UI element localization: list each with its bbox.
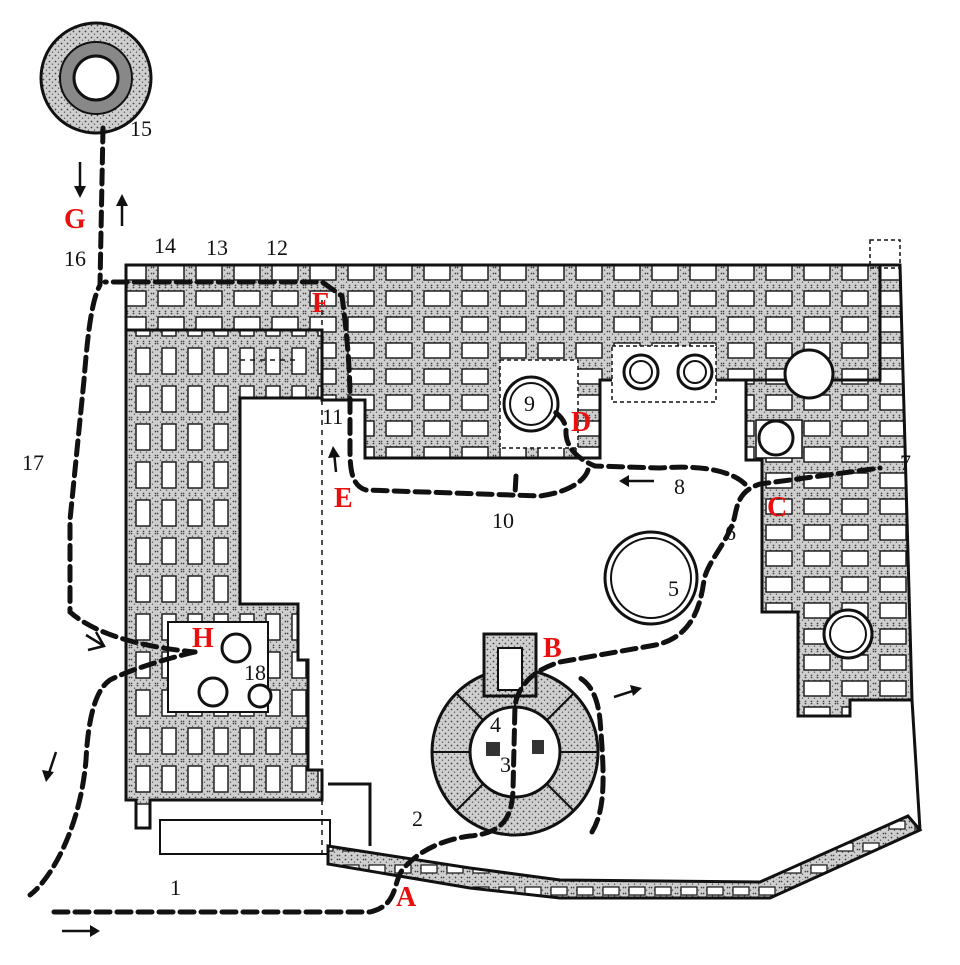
direction-arrows [42, 162, 654, 937]
label-8: 8 [674, 474, 685, 499]
round-cisterns-north [622, 348, 874, 660]
label-13: 13 [206, 235, 228, 260]
round-structure-5 [603, 530, 699, 626]
label-1: 1 [170, 875, 181, 900]
label-3: 3 [500, 752, 511, 777]
arrow-down-17 [42, 751, 58, 782]
arrow-up-g [116, 194, 128, 226]
south-wall [326, 699, 923, 900]
label-B: B [543, 633, 562, 664]
label-14: 14 [154, 233, 176, 258]
label-G: G [64, 204, 86, 235]
visitor-route [27, 125, 883, 915]
label-11: 11 [322, 404, 343, 429]
arrow-down-g [74, 162, 86, 198]
label-6: 6 [725, 520, 736, 545]
label-18: 18 [244, 660, 266, 685]
label-15: 15 [130, 116, 152, 141]
label-D: D [571, 407, 591, 438]
label-12: 12 [266, 235, 288, 260]
arrow-up-e [328, 446, 340, 473]
arrow-right-b [613, 685, 642, 699]
tower-15 [39, 21, 153, 135]
label-16: 16 [64, 246, 86, 271]
label-C: C [767, 492, 787, 523]
arrow-left-8 [619, 475, 654, 487]
label-E: E [334, 483, 353, 514]
round-structure-9 [502, 375, 560, 433]
west-wing [124, 266, 331, 855]
label-10: 10 [492, 508, 514, 533]
label-17: 17 [22, 450, 44, 475]
arrow-right-h [85, 631, 106, 652]
label-A: A [396, 882, 417, 913]
label-7: 7 [900, 450, 911, 475]
round-structures-18 [197, 632, 273, 709]
arrow-right-bottom [62, 925, 100, 937]
label-H: H [192, 623, 214, 654]
label-2: 2 [412, 806, 423, 831]
letter-labels: A B C D E F G H [64, 204, 787, 913]
label-4: 4 [490, 712, 501, 737]
number-labels: 1 2 3 4 5 6 7 8 9 10 11 12 13 14 15 16 1… [22, 116, 911, 900]
label-5: 5 [668, 576, 679, 601]
label-F: F [312, 288, 329, 319]
label-9: 9 [524, 391, 535, 416]
interior-guides [240, 300, 323, 860]
